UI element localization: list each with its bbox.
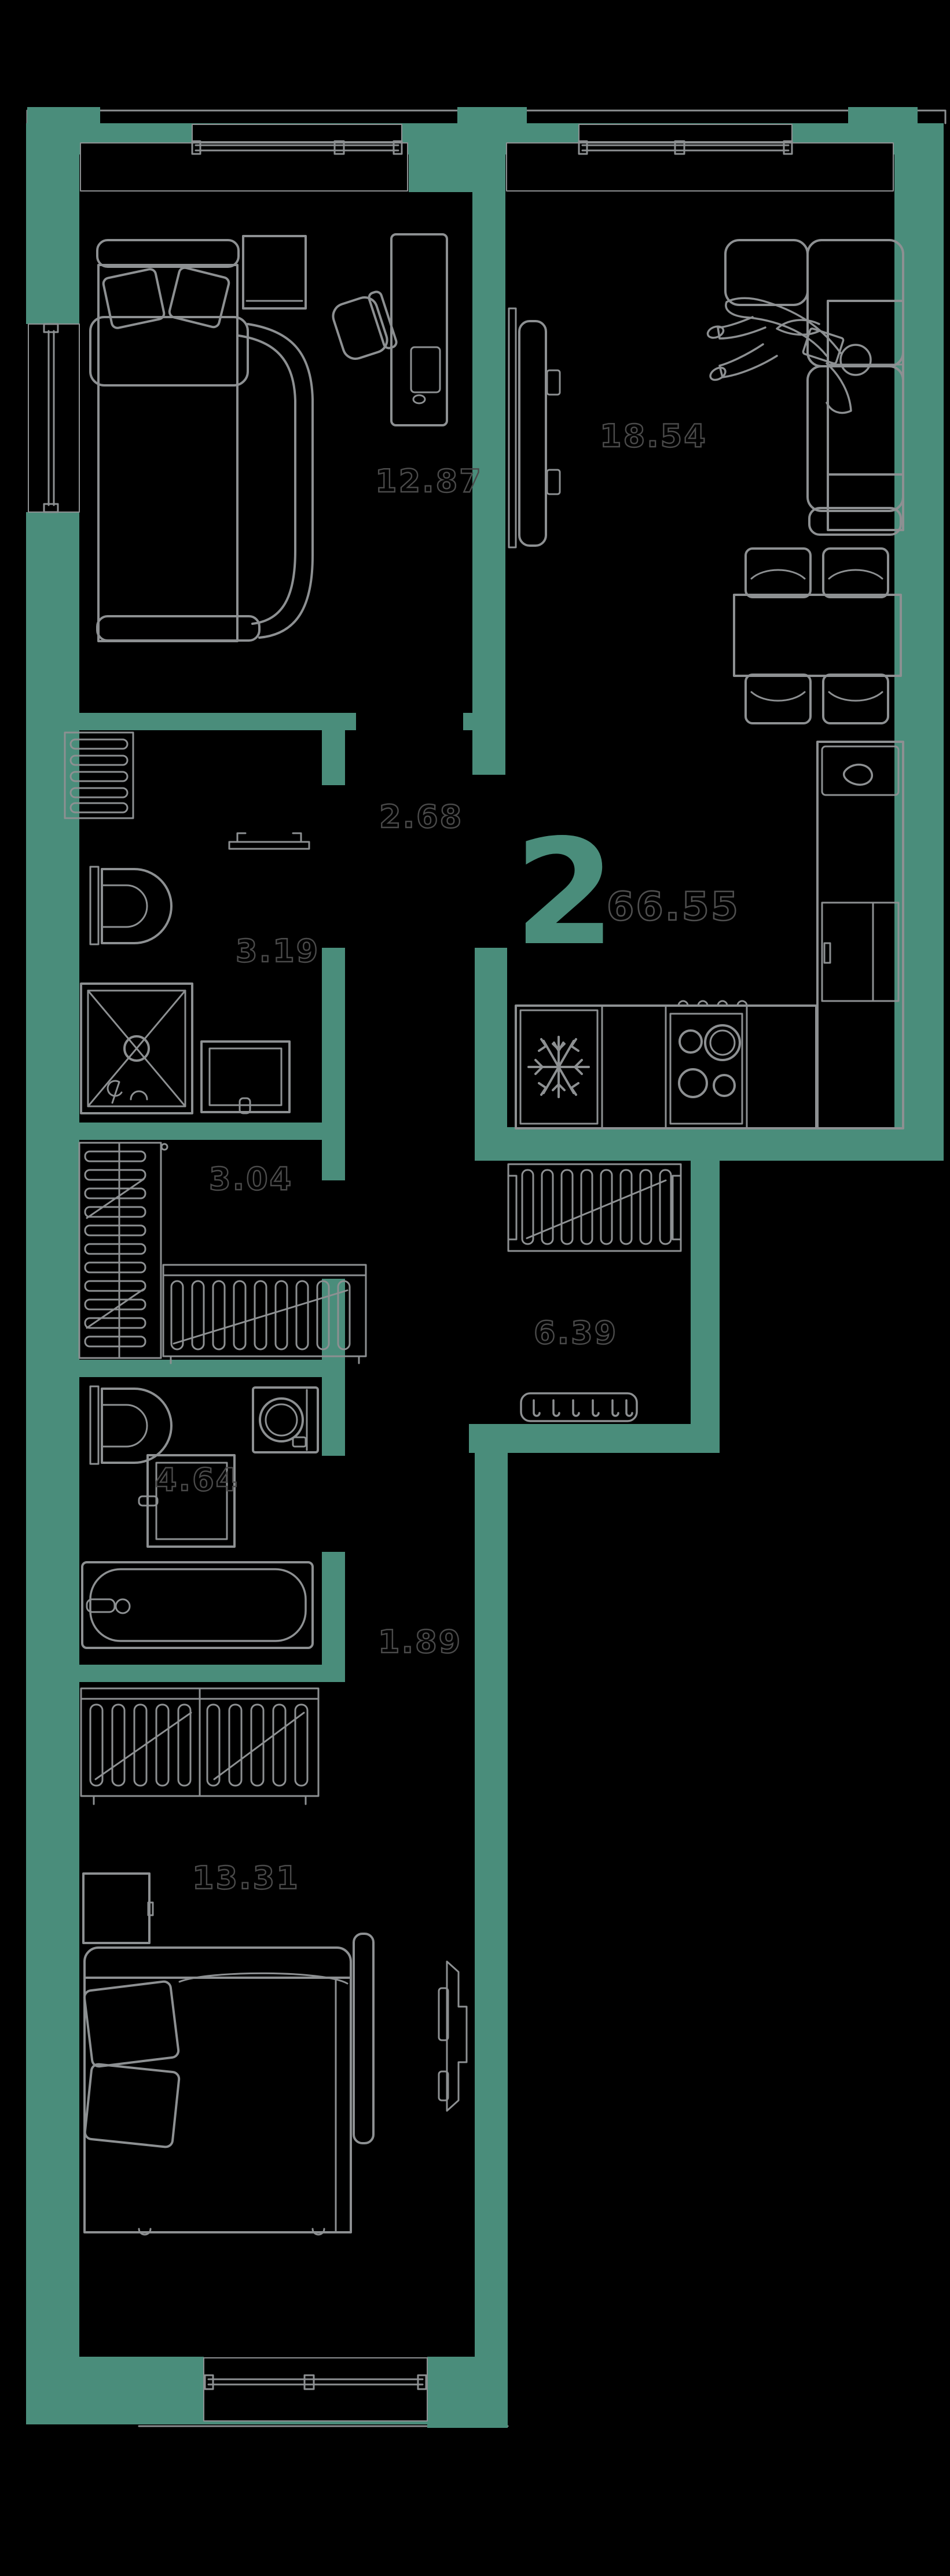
window-top-left-icon [80,124,408,192]
desk-icon [390,233,448,426]
toilet-icon [89,866,173,945]
dining-chair-icon [744,547,889,724]
room-area-label: 3.19 [235,932,320,970]
sofa-icon [724,239,904,536]
radiator-icon [80,1687,320,1805]
window-left-wall-icon [28,323,80,513]
room-area-label: 6.39 [533,1314,618,1352]
coat-rack-icon [520,1392,638,1422]
unit-total-area: 66.55 [606,884,740,931]
toilet-icon [89,1385,173,1465]
sink-droplet-icon [843,763,873,786]
nightstand-icon [82,1872,154,1944]
radiator-icon [507,1163,682,1252]
shower-icon [80,982,193,1114]
tv-icon [353,1933,468,2144]
room-area-label: 2.68 [379,798,464,836]
bed-icon [83,1946,352,2236]
window-bottom-icon [203,2357,428,2422]
desk-chair-icon [332,290,398,360]
kitchen-counter [515,741,904,1129]
bathtub-icon [81,1561,314,1649]
radiator-icon [78,1142,168,1359]
washing-machine-icon [252,1386,319,1453]
nightstand-icon [242,235,307,310]
dining-table-icon [733,547,902,724]
stove-burners-icon [669,1000,748,1125]
snowflake-fridge-icon [519,1009,599,1125]
room-area-label: 13.31 [192,1859,300,1897]
room-area-label: 1.89 [377,1623,463,1661]
person-icon [706,297,872,414]
towel-radiator-icon [64,731,134,819]
room-area-label: 18.54 [599,417,707,455]
washbasin-icon [138,1454,236,1548]
bed-icon [89,239,314,642]
unit-rooms-count: 2 [514,808,616,978]
room-area-label: 3.04 [208,1160,294,1198]
room-area-label: 12.87 [375,462,483,500]
window-top-right-icon [506,124,894,192]
radiator-icon [162,1264,367,1364]
tv-icon [508,307,561,549]
washbasin-icon [200,1040,291,1114]
room-area-label: 4.64 [155,1461,240,1499]
towel-shelf-icon [228,832,310,850]
